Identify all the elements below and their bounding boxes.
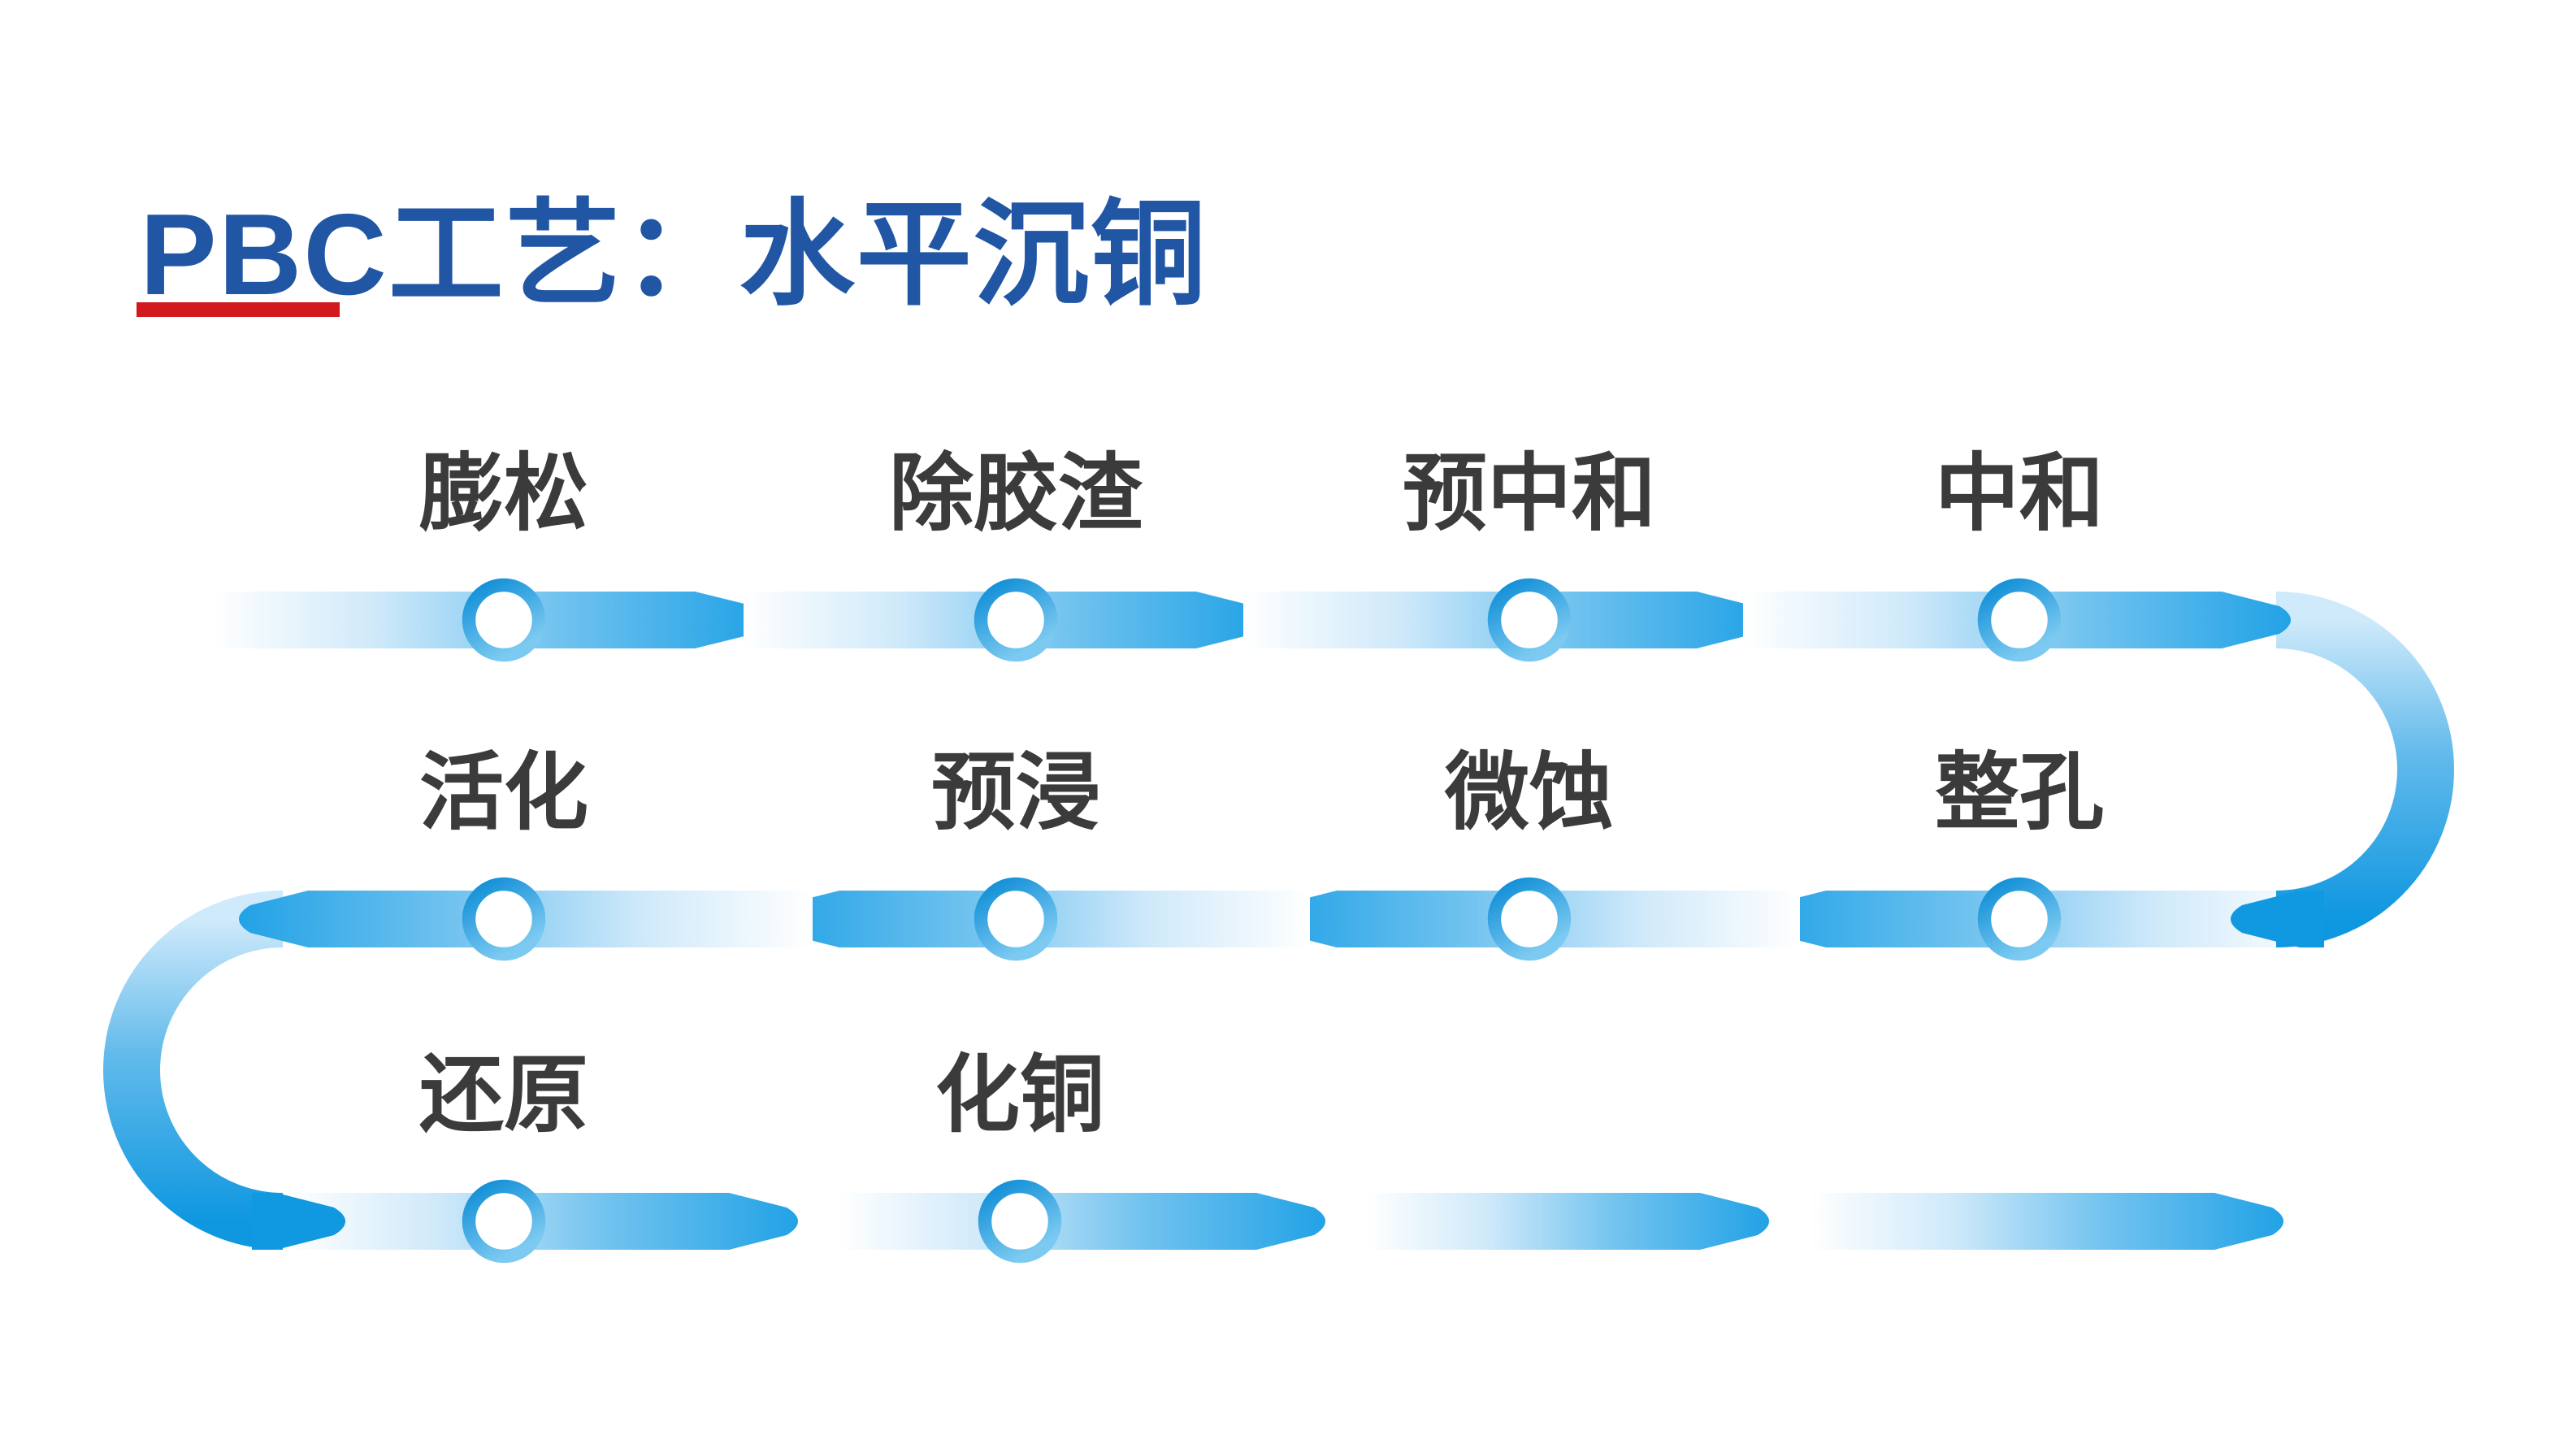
step-node <box>1487 578 1572 662</box>
step-label-desmear: 除胶渣 <box>888 447 1143 541</box>
step-label-hole-conditioning: 整孔 <box>1934 746 2104 840</box>
step-label-swelling: 膨松 <box>418 447 588 541</box>
step-node <box>974 578 1058 662</box>
u-turn-left <box>103 891 345 1250</box>
flow-segment <box>839 1193 1325 1250</box>
step-node <box>462 877 546 961</box>
step-node <box>1977 877 2062 961</box>
step-label-micro-etch: 微蚀 <box>1444 746 1614 840</box>
step-nodes <box>462 578 2062 1264</box>
arrowhead <box>252 1193 345 1250</box>
flow-row-3-band <box>286 1193 2283 1250</box>
step-label-pre-dip: 预浸 <box>930 746 1100 840</box>
flow-segment <box>1367 1193 1769 1250</box>
step-label-activation: 活化 <box>418 746 588 840</box>
step-node <box>1487 877 1572 961</box>
step-node <box>462 1179 546 1264</box>
step-node <box>462 578 546 662</box>
flow-row-1-band <box>211 592 2291 648</box>
step-label-pre-neutralization: 预中和 <box>1402 447 1656 541</box>
flow-segment <box>1811 1193 2283 1250</box>
step-node <box>978 1179 1062 1264</box>
step-label-reduction: 还原 <box>418 1048 588 1142</box>
step-node <box>1977 578 2062 662</box>
arrowhead <box>2231 891 2324 947</box>
step-node <box>974 877 1058 961</box>
step-label-electroless-copper: 化铜 <box>935 1048 1104 1142</box>
step-label-neutralization: 中和 <box>1934 447 2104 541</box>
title-underline <box>137 302 340 317</box>
page-title: PBC工艺：水平沉铜 <box>140 190 1208 320</box>
u-turn-right <box>2231 592 2454 947</box>
